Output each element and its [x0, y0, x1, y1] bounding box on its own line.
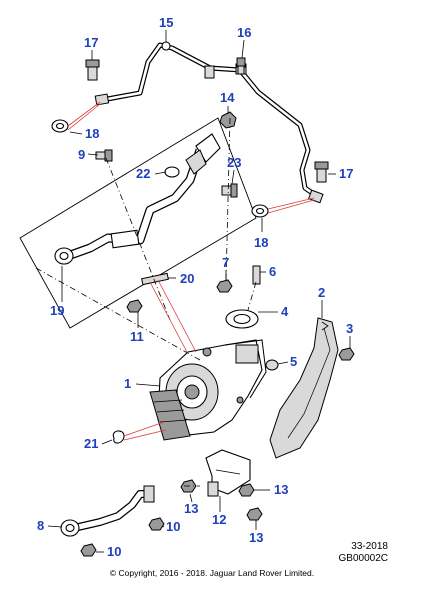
callout-4: 4 — [281, 304, 289, 319]
callout-16: 16 — [237, 25, 251, 40]
stud-6 — [252, 265, 261, 285]
turbocharger — [149, 339, 267, 441]
assembly-centerlines — [35, 117, 257, 487]
sealing-washer-18-right — [251, 204, 269, 218]
gasket-20 — [141, 272, 169, 286]
gasket-4 — [225, 309, 259, 329]
callout-14: 14 — [220, 90, 235, 105]
clip-21 — [112, 430, 125, 444]
bolt-10-lower — [80, 543, 97, 557]
callout-6: 6 — [269, 264, 276, 279]
callout-21: 21 — [84, 436, 98, 451]
callout-3: 3 — [346, 321, 353, 336]
callout-9: 9 — [78, 147, 85, 162]
bolt-23 — [221, 183, 238, 198]
bracket — [205, 449, 251, 497]
copyright-notice: © Copyright, 2016 - 2018. Jaguar Land Ro… — [109, 568, 315, 578]
callout-10-lower: 10 — [107, 544, 121, 559]
oil-return-pipe — [54, 133, 221, 265]
callout-20: 20 — [180, 271, 194, 286]
callout-11: 11 — [130, 329, 144, 344]
red-highlight-leaders — [67, 101, 315, 441]
nut-14 — [219, 111, 237, 129]
banjo-bolt-17-right — [314, 161, 329, 183]
callout-17-upper: 17 — [84, 35, 98, 50]
callout-8: 8 — [37, 518, 44, 533]
o-ring-22 — [164, 166, 180, 178]
callout-18-right: 18 — [254, 235, 268, 250]
oil-return-assembly-panel — [19, 117, 257, 329]
callout-23: 23 — [227, 155, 241, 170]
diagram-reference: 33-2018 GB00002C — [339, 541, 388, 565]
nut-7 — [216, 279, 233, 293]
callout-13-lower: 13 — [249, 530, 263, 545]
callout-13-left: 13 — [184, 501, 198, 516]
reference-number: 33-2018 — [351, 541, 388, 552]
bolt-16 — [236, 57, 246, 75]
callout-1: 1 — [124, 376, 131, 391]
callout-15: 15 — [159, 15, 173, 30]
bolt-13-lower — [246, 507, 263, 521]
sealing-washer-18-upper — [51, 119, 69, 133]
bolt-10-upper — [148, 517, 165, 531]
callout-19: 19 — [50, 303, 64, 318]
banjo-bolt-17-upper — [85, 59, 100, 81]
callout-22: 22 — [136, 166, 150, 181]
oil-feed-pipe — [94, 41, 324, 204]
callout-18-upper: 18 — [85, 126, 99, 141]
bolt-3 — [338, 347, 355, 361]
callout-2: 2 — [318, 285, 325, 300]
callout-labels: 15 17 16 18 14 9 22 23 17 18 7 6 20 2 19… — [37, 15, 353, 559]
heat-shield — [269, 317, 339, 459]
bolt-9 — [95, 149, 113, 162]
bolt-13-right — [238, 483, 255, 497]
oil-drain-pipe — [60, 485, 155, 537]
bolt-11 — [126, 299, 143, 313]
callout-5: 5 — [290, 354, 297, 369]
callout-17-right: 17 — [339, 166, 353, 181]
callout-12: 12 — [212, 512, 226, 527]
callout-13-right: 13 — [274, 482, 288, 497]
leader-lines — [47, 30, 351, 553]
reference-code: GB00002C — [338, 553, 388, 564]
callout-10-upper: 10 — [166, 519, 180, 534]
nut-5 — [265, 359, 279, 371]
callout-7: 7 — [222, 255, 229, 270]
